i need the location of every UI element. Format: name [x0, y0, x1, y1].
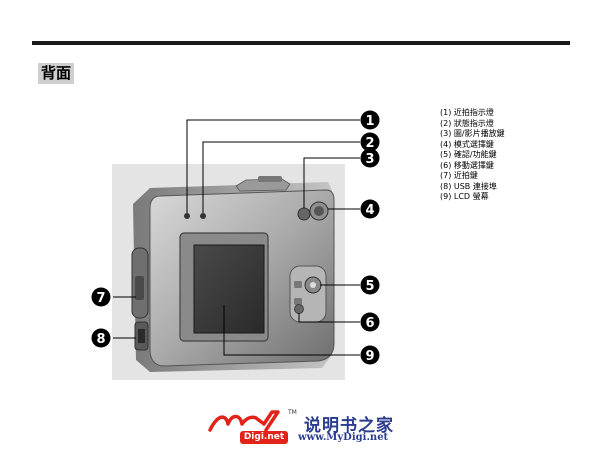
callout-7: 7: [91, 287, 111, 307]
callout-5: 5: [360, 275, 380, 295]
callout-leader-lines: [113, 119, 360, 356]
callout-label: 8: [96, 332, 105, 347]
parts-legend: (1) 近拍指示燈 (2) 狀態指示燈 (3) 圖/影片播放鍵 (4) 模式選擇…: [440, 108, 505, 203]
legend-item: (1) 近拍指示燈: [440, 108, 494, 117]
callout-1: 1: [360, 110, 380, 130]
legend-item: (9) LCD 螢幕: [440, 192, 489, 201]
callout-label: 7: [96, 291, 105, 306]
legend-item: (7) 近拍鍵: [440, 171, 478, 180]
callout-label: 5: [365, 279, 374, 294]
callout-label: 1: [365, 114, 374, 129]
my-swoosh-icon: [208, 410, 280, 432]
mydigi-logo: TM Digi.net 说明书之家 www.MyDigi.net: [208, 408, 408, 448]
callout-6: 6: [360, 312, 380, 332]
top-rule: [32, 41, 570, 45]
callout-label: 6: [365, 316, 374, 331]
logo-url: www.MyDigi.net: [298, 432, 389, 443]
legend-item: (5) 確認/功能鍵: [440, 150, 497, 159]
lcd-screen: [179, 232, 269, 342]
callout-label: 2: [365, 136, 374, 151]
indicator-lights: [184, 213, 206, 219]
callout-4: 4: [360, 199, 380, 219]
section-title: 背面: [38, 63, 75, 84]
legend-item: (3) 圖/影片播放鍵: [440, 129, 505, 138]
callout-8: 8: [91, 328, 111, 348]
callout-label: 3: [365, 152, 374, 167]
legend-item: (8) USB 連接埠: [440, 181, 497, 191]
callout-9: 9: [360, 345, 380, 365]
callout-label: 4: [365, 203, 374, 218]
side-controls: [131, 247, 149, 351]
callout-label: 9: [365, 349, 374, 364]
trademark-mark: TM: [288, 409, 297, 416]
digi-net-badge: Digi.net: [240, 431, 288, 444]
legend-item: (6) 移動選擇鍵: [440, 160, 494, 170]
legend-item: (4) 模式選擇鍵: [440, 139, 494, 149]
callout-2: 2: [360, 132, 380, 152]
callout-3: 3: [360, 148, 380, 168]
legend-item: (2) 狀態指示燈: [440, 118, 494, 128]
logo-brand-name: 说明书之家: [304, 416, 394, 436]
